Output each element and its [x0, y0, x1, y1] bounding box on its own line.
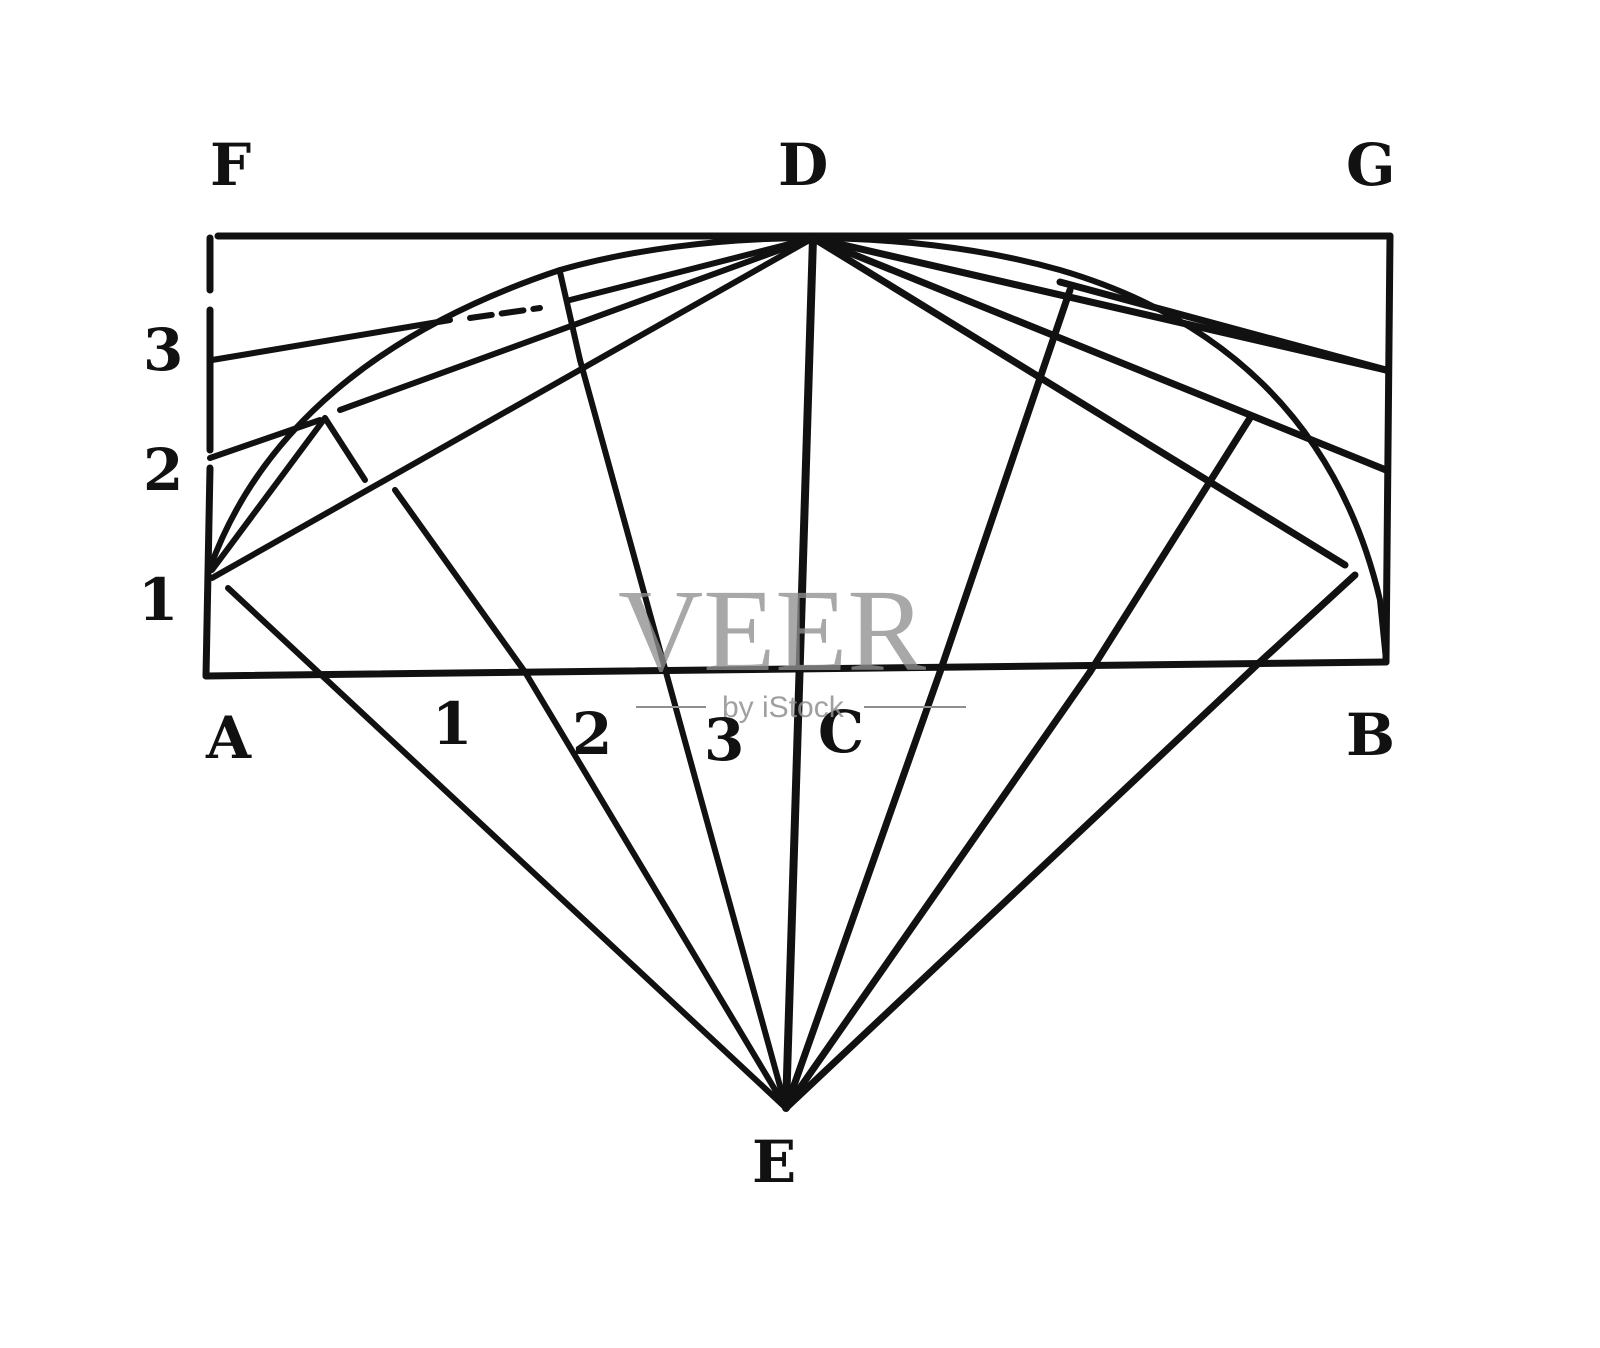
axis-d-e — [782, 234, 817, 1112]
right-construction-lines — [782, 234, 1390, 1112]
watermark: VEER by iStock — [618, 565, 966, 724]
watermark-main: VEER — [618, 565, 926, 696]
watermark-sub: by iStock — [722, 691, 845, 724]
label-left-3: 3 — [143, 316, 183, 384]
point-labels: F D G 3 2 1 A 1 2 3 C B E — [138, 131, 1396, 1196]
label-base-3: 3 — [704, 706, 744, 774]
label-f: F — [210, 131, 251, 199]
label-left-2: 2 — [143, 436, 183, 504]
label-b: B — [1346, 701, 1395, 769]
label-e: E — [752, 1128, 796, 1196]
label-base-2: 2 — [572, 700, 612, 768]
left-construction-lines — [207, 235, 816, 1111]
label-a: A — [205, 704, 252, 772]
label-left-1: 1 — [138, 566, 178, 634]
label-base-1: 1 — [432, 690, 472, 758]
label-d: D — [778, 131, 828, 199]
label-g: G — [1346, 131, 1396, 199]
label-c: C — [818, 698, 864, 766]
